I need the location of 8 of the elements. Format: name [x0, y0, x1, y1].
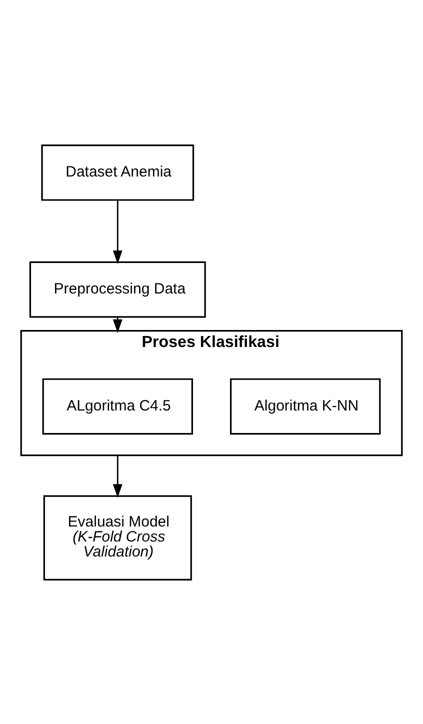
node-box: Dataset Anemia: [41, 144, 194, 200]
arrow: [112, 316, 122, 332]
node-box: Evaluasi Model (K-Fold Cross Validation): [43, 494, 192, 580]
node-box: Preprocessing Data: [29, 260, 206, 318]
node-box: Algoritma K-NN: [230, 378, 381, 434]
node-box: ALgoritma C4.5: [42, 378, 193, 434]
arrow: [112, 200, 122, 264]
arrow: [112, 454, 122, 498]
